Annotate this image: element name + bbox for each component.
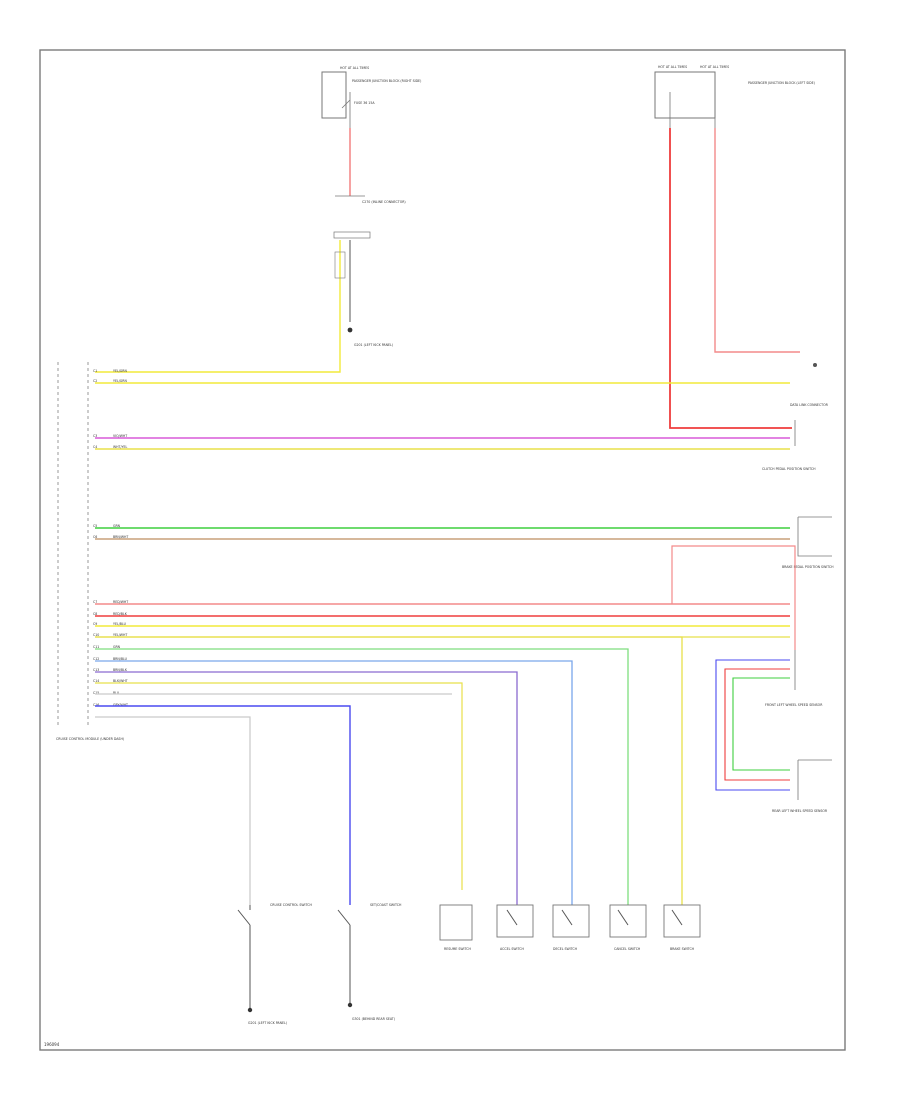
wire-grey-down bbox=[95, 716, 251, 905]
svg-text:C16: C16 bbox=[93, 703, 99, 707]
connector-c270: C270 (INLINE CONNECTOR) bbox=[333, 195, 406, 239]
svg-text:RED/BLK: RED/BLK bbox=[113, 612, 128, 616]
svg-text:DATA LINK CONNECTOR: DATA LINK CONNECTOR bbox=[790, 403, 829, 407]
svg-text:GRN: GRN bbox=[113, 645, 121, 649]
svg-text:HOT AT ALL TIMES: HOT AT ALL TIMES bbox=[340, 66, 369, 70]
svg-text:PASSENGER JUNCTION BLOCK (RIGH: PASSENGER JUNCTION BLOCK (RIGHT SIDE) bbox=[352, 79, 421, 83]
wire-light-green-down bbox=[95, 648, 629, 905]
svg-text:G201 (LEFT KICK PANEL): G201 (LEFT KICK PANEL) bbox=[354, 343, 393, 347]
svg-text:WHT/YEL: WHT/YEL bbox=[113, 445, 128, 449]
svg-text:C4: C4 bbox=[93, 445, 97, 449]
svg-text:CRUISE CONTROL MODULE (UNDER D: CRUISE CONTROL MODULE (UNDER DASH) bbox=[56, 737, 124, 741]
connector-brake: BRAKE PEDAL POSITION SWITCH bbox=[782, 565, 834, 690]
svg-text:BRAKE SWITCH: BRAKE SWITCH bbox=[670, 947, 695, 951]
svg-text:GRN: GRN bbox=[113, 524, 121, 528]
figure-id: 196094 bbox=[44, 1042, 60, 1047]
svg-text:BRN/BLU: BRN/BLU bbox=[113, 657, 128, 661]
switch-resume: RESUME SWITCH bbox=[439, 904, 473, 951]
switch-brake: BRAKE SWITCH bbox=[663, 904, 701, 951]
svg-text:C11: C11 bbox=[93, 645, 99, 649]
svg-text:C13: C13 bbox=[93, 668, 99, 672]
svg-text:REAR LEFT WHEEL SPEED SENSOR: REAR LEFT WHEEL SPEED SENSOR bbox=[772, 809, 828, 813]
svg-text:FUSE 36 15A: FUSE 36 15A bbox=[354, 101, 375, 105]
wire-red-right-2 bbox=[714, 128, 800, 353]
wire-blue-down bbox=[95, 705, 351, 905]
switch-cruise-control: CRUISE CONTROL SWITCH G201 (LEFT KICK PA… bbox=[237, 903, 312, 1025]
wire-grey-1 bbox=[95, 682, 463, 890]
connector-rear-wheel-sensor: REAR LEFT WHEEL SPEED SENSOR bbox=[772, 759, 832, 813]
fuse-box-top-right: HOT AT ALL TIMES HOT AT ALL TIMES PASSEN… bbox=[654, 65, 815, 128]
cruise-control-module: CRUISE CONTROL MODULE (UNDER DASH) bbox=[56, 362, 124, 741]
wire-yellow-c270 bbox=[95, 240, 341, 373]
svg-text:RESUME SWITCH: RESUME SWITCH bbox=[444, 947, 471, 951]
wire-red-right-1 bbox=[669, 128, 792, 429]
svg-text:C1: C1 bbox=[93, 369, 97, 373]
wire-yellow-down-1 bbox=[95, 636, 683, 905]
svg-text:C270 (INLINE CONNECTOR): C270 (INLINE CONNECTOR) bbox=[362, 200, 406, 204]
svg-text:YEL/BLU: YEL/BLU bbox=[113, 622, 127, 626]
svg-text:YEL/GRN: YEL/GRN bbox=[113, 379, 127, 383]
svg-text:VIO/WHT: VIO/WHT bbox=[113, 434, 127, 438]
svg-text:BLK/WHT: BLK/WHT bbox=[113, 679, 128, 683]
fuse-box-top-center: HOT AT ALL TIMES PASSENGER JUNCTION BLOC… bbox=[321, 66, 421, 128]
connector-data-link: DATA LINK CONNECTOR bbox=[790, 403, 829, 446]
svg-text:C12: C12 bbox=[93, 657, 99, 661]
wire-blue-light-down bbox=[95, 660, 573, 905]
diagram-frame bbox=[39, 49, 846, 1051]
connector-front-wheel-sensor: FRONT LEFT WHEEL SPEED SENSOR bbox=[765, 703, 823, 707]
svg-text:C6: C6 bbox=[93, 535, 97, 539]
switch-cancel: CANCEL SWITCH bbox=[609, 904, 647, 951]
svg-text:CRUISE CONTROL SWITCH: CRUISE CONTROL SWITCH bbox=[270, 903, 312, 907]
svg-text:G301 (BEHIND REAR SEAT): G301 (BEHIND REAR SEAT) bbox=[352, 1017, 395, 1021]
svg-text:ACCEL SWITCH: ACCEL SWITCH bbox=[500, 947, 524, 951]
svg-text:C2: C2 bbox=[93, 379, 97, 383]
svg-text:C9: C9 bbox=[93, 622, 97, 626]
svg-text:G201 (LEFT KICK PANEL): G201 (LEFT KICK PANEL) bbox=[248, 1021, 287, 1025]
switch-decel: DECEL SWITCH bbox=[552, 904, 590, 951]
svg-text:C8: C8 bbox=[93, 612, 97, 616]
svg-text:GRY/WHT: GRY/WHT bbox=[113, 703, 128, 707]
svg-text:C10: C10 bbox=[93, 633, 99, 637]
svg-text:DECEL SWITCH: DECEL SWITCH bbox=[553, 947, 578, 951]
svg-text:C3: C3 bbox=[93, 434, 97, 438]
svg-text:CLUTCH PEDAL POSITION SWITCH: CLUTCH PEDAL POSITION SWITCH bbox=[762, 467, 816, 471]
svg-text:YEL/WHT: YEL/WHT bbox=[113, 633, 127, 637]
svg-text:CANCEL SWITCH: CANCEL SWITCH bbox=[614, 947, 641, 951]
switch-accel: ACCEL SWITCH bbox=[496, 904, 534, 951]
svg-text:HOT AT ALL TIMES: HOT AT ALL TIMES bbox=[658, 65, 687, 69]
svg-text:BRN/WHT: BRN/WHT bbox=[113, 535, 128, 539]
switch-set-coast: SET/COAST SWITCH G301 (BEHIND REAR SEAT) bbox=[337, 903, 402, 1021]
svg-text:C14: C14 bbox=[93, 679, 99, 683]
svg-text:HOT AT ALL TIMES: HOT AT ALL TIMES bbox=[700, 65, 729, 69]
connector-clutch: CLUTCH PEDAL POSITION SWITCH bbox=[762, 467, 832, 557]
svg-text:BRAKE PEDAL POSITION SWITCH: BRAKE PEDAL POSITION SWITCH bbox=[782, 565, 834, 569]
svg-text:BLU: BLU bbox=[113, 691, 120, 695]
svg-text:RED/WHT: RED/WHT bbox=[113, 600, 128, 604]
svg-text:BRN/BLK: BRN/BLK bbox=[113, 668, 128, 672]
svg-text:PASSENGER JUNCTION BLOCK (LEFT: PASSENGER JUNCTION BLOCK (LEFT SIDE) bbox=[748, 81, 815, 85]
svg-text:C15: C15 bbox=[93, 691, 99, 695]
svg-text:C7: C7 bbox=[93, 600, 97, 604]
wire-violet-down bbox=[95, 671, 518, 905]
svg-text:YEL/GRN: YEL/GRN bbox=[113, 369, 127, 373]
svg-text:FRONT LEFT WHEEL SPEED SENSOR: FRONT LEFT WHEEL SPEED SENSOR bbox=[765, 703, 823, 707]
svg-text:C5: C5 bbox=[93, 524, 97, 528]
svg-text:SET/COAST SWITCH: SET/COAST SWITCH bbox=[370, 903, 402, 907]
